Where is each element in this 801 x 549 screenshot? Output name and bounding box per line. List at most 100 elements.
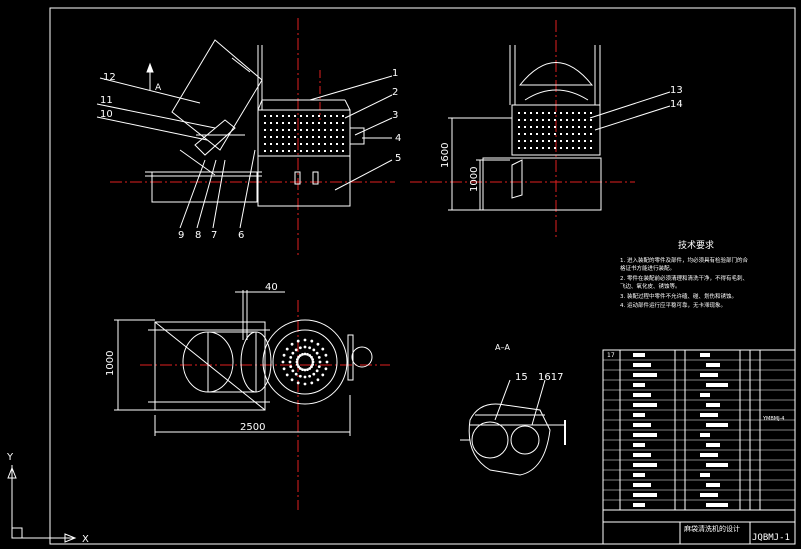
perforation-hole <box>288 143 290 145</box>
perforation-hole <box>548 147 550 149</box>
perforation-hole <box>590 119 592 121</box>
perforation-hole <box>560 140 562 142</box>
perforation-hole <box>298 354 302 357</box>
perforation-hole <box>276 115 278 117</box>
perforation-hole <box>542 112 544 114</box>
drum-perforation-pattern <box>264 115 344 152</box>
perforation-hole <box>301 368 304 372</box>
perforation-hole <box>324 129 326 131</box>
ucs-y-label: Y <box>6 452 14 463</box>
perforation-hole <box>300 122 302 124</box>
section-labels: A–A 15 1617 <box>495 343 563 383</box>
perforation-hole <box>542 147 544 149</box>
perforation-hole <box>282 122 284 124</box>
perforation-hole <box>315 351 319 355</box>
perforation-hole <box>270 143 272 145</box>
perforation-hole <box>566 147 568 149</box>
perforation-hole <box>288 136 290 138</box>
perforation-hole <box>324 367 328 371</box>
perforation-hole <box>590 126 592 128</box>
perforation-hole <box>270 136 272 138</box>
perforation-hole <box>584 147 586 149</box>
perforation-hole <box>330 143 332 145</box>
title-block-text: 17 YMBMJ-4 麻袋清洗机的设计 JQBMJ-1 <box>607 352 790 543</box>
perforation-hole <box>342 122 344 124</box>
perforation-hole <box>518 126 520 128</box>
ucs-x-label: X <box>82 534 89 545</box>
part-label-12: 12 <box>103 72 116 83</box>
perforation-hole <box>548 133 550 135</box>
perforation-hole <box>342 136 344 138</box>
perforation-hole <box>572 112 574 114</box>
perforation-hole <box>518 147 520 149</box>
perforation-hole <box>303 382 307 386</box>
perforation-hole <box>554 133 556 135</box>
bom-cell-text-block <box>700 493 718 497</box>
perforation-hole <box>318 360 322 364</box>
perforation-hole <box>276 122 278 124</box>
perforation-hole <box>306 143 308 145</box>
perforation-hole <box>312 143 314 145</box>
bom-cell-text-block <box>706 383 728 387</box>
perforation-hole <box>336 143 338 145</box>
perforation-hole <box>578 126 580 128</box>
bom-cell-text-block <box>633 503 645 507</box>
perforation-hole <box>306 129 308 131</box>
perforation-hole <box>294 122 296 124</box>
perforation-hole <box>291 369 295 373</box>
perforation-hole <box>298 346 302 350</box>
perforation-hole <box>276 150 278 152</box>
perforation-hole <box>560 147 562 149</box>
perforation-hole <box>298 367 302 370</box>
perforation-hole <box>312 129 314 131</box>
perforation-hole <box>584 126 586 128</box>
bom-cell-text-block <box>706 423 728 427</box>
perforation-hole <box>276 143 278 145</box>
perforation-hole <box>536 119 538 121</box>
bom-cell-text-block <box>706 403 720 407</box>
perforation-hole <box>590 147 592 149</box>
perforation-hole <box>584 133 586 135</box>
perforation-hole <box>590 133 592 135</box>
perforation-hole <box>294 129 296 131</box>
perforation-hole <box>312 122 314 124</box>
perforation-hole <box>294 348 298 352</box>
perforation-hole <box>270 122 272 124</box>
perforation-hole <box>310 365 313 369</box>
perforation-hole <box>566 112 568 114</box>
perforation-hole <box>530 112 532 114</box>
perforation-hole <box>566 126 568 128</box>
perforation-hole <box>306 368 309 372</box>
perforation-hole <box>282 115 284 117</box>
perforation-hole <box>315 369 319 373</box>
perforation-hole <box>518 133 520 135</box>
plan-dimensions <box>114 291 351 436</box>
perforation-hole <box>542 140 544 142</box>
perforation-hole <box>342 129 344 131</box>
perforation-hole <box>264 129 266 131</box>
perforation-hole <box>312 136 314 138</box>
part-label-1617: 1617 <box>538 372 563 383</box>
perforation-hole <box>342 150 344 152</box>
tech-line-2: 格证书方能进行装配。 <box>620 264 675 272</box>
bom-cell-text-block <box>633 373 657 377</box>
part-label-4: 4 <box>395 133 401 144</box>
leader-lines-front <box>96 75 393 229</box>
perforation-hole <box>303 368 307 372</box>
perforation-hole <box>530 133 532 135</box>
drawing-frame <box>49 7 796 545</box>
perforation-hole <box>282 129 284 131</box>
perforation-hole <box>572 140 574 142</box>
perforation-hole <box>336 115 338 117</box>
part-label-1: 1 <box>392 68 398 79</box>
perforation-hole <box>300 136 302 138</box>
perforation-hole <box>578 119 580 121</box>
tech-line-3: 2. 零件在装配前必须清理和清洗干净，不得有毛刺、 <box>620 274 748 282</box>
perforation-hole <box>294 143 296 145</box>
dim-depth-plan: 1000 <box>105 351 116 376</box>
perforation-hole <box>524 119 526 121</box>
perforation-hole <box>270 129 272 131</box>
perforation-hole <box>289 365 293 369</box>
perforation-hole <box>298 374 302 378</box>
